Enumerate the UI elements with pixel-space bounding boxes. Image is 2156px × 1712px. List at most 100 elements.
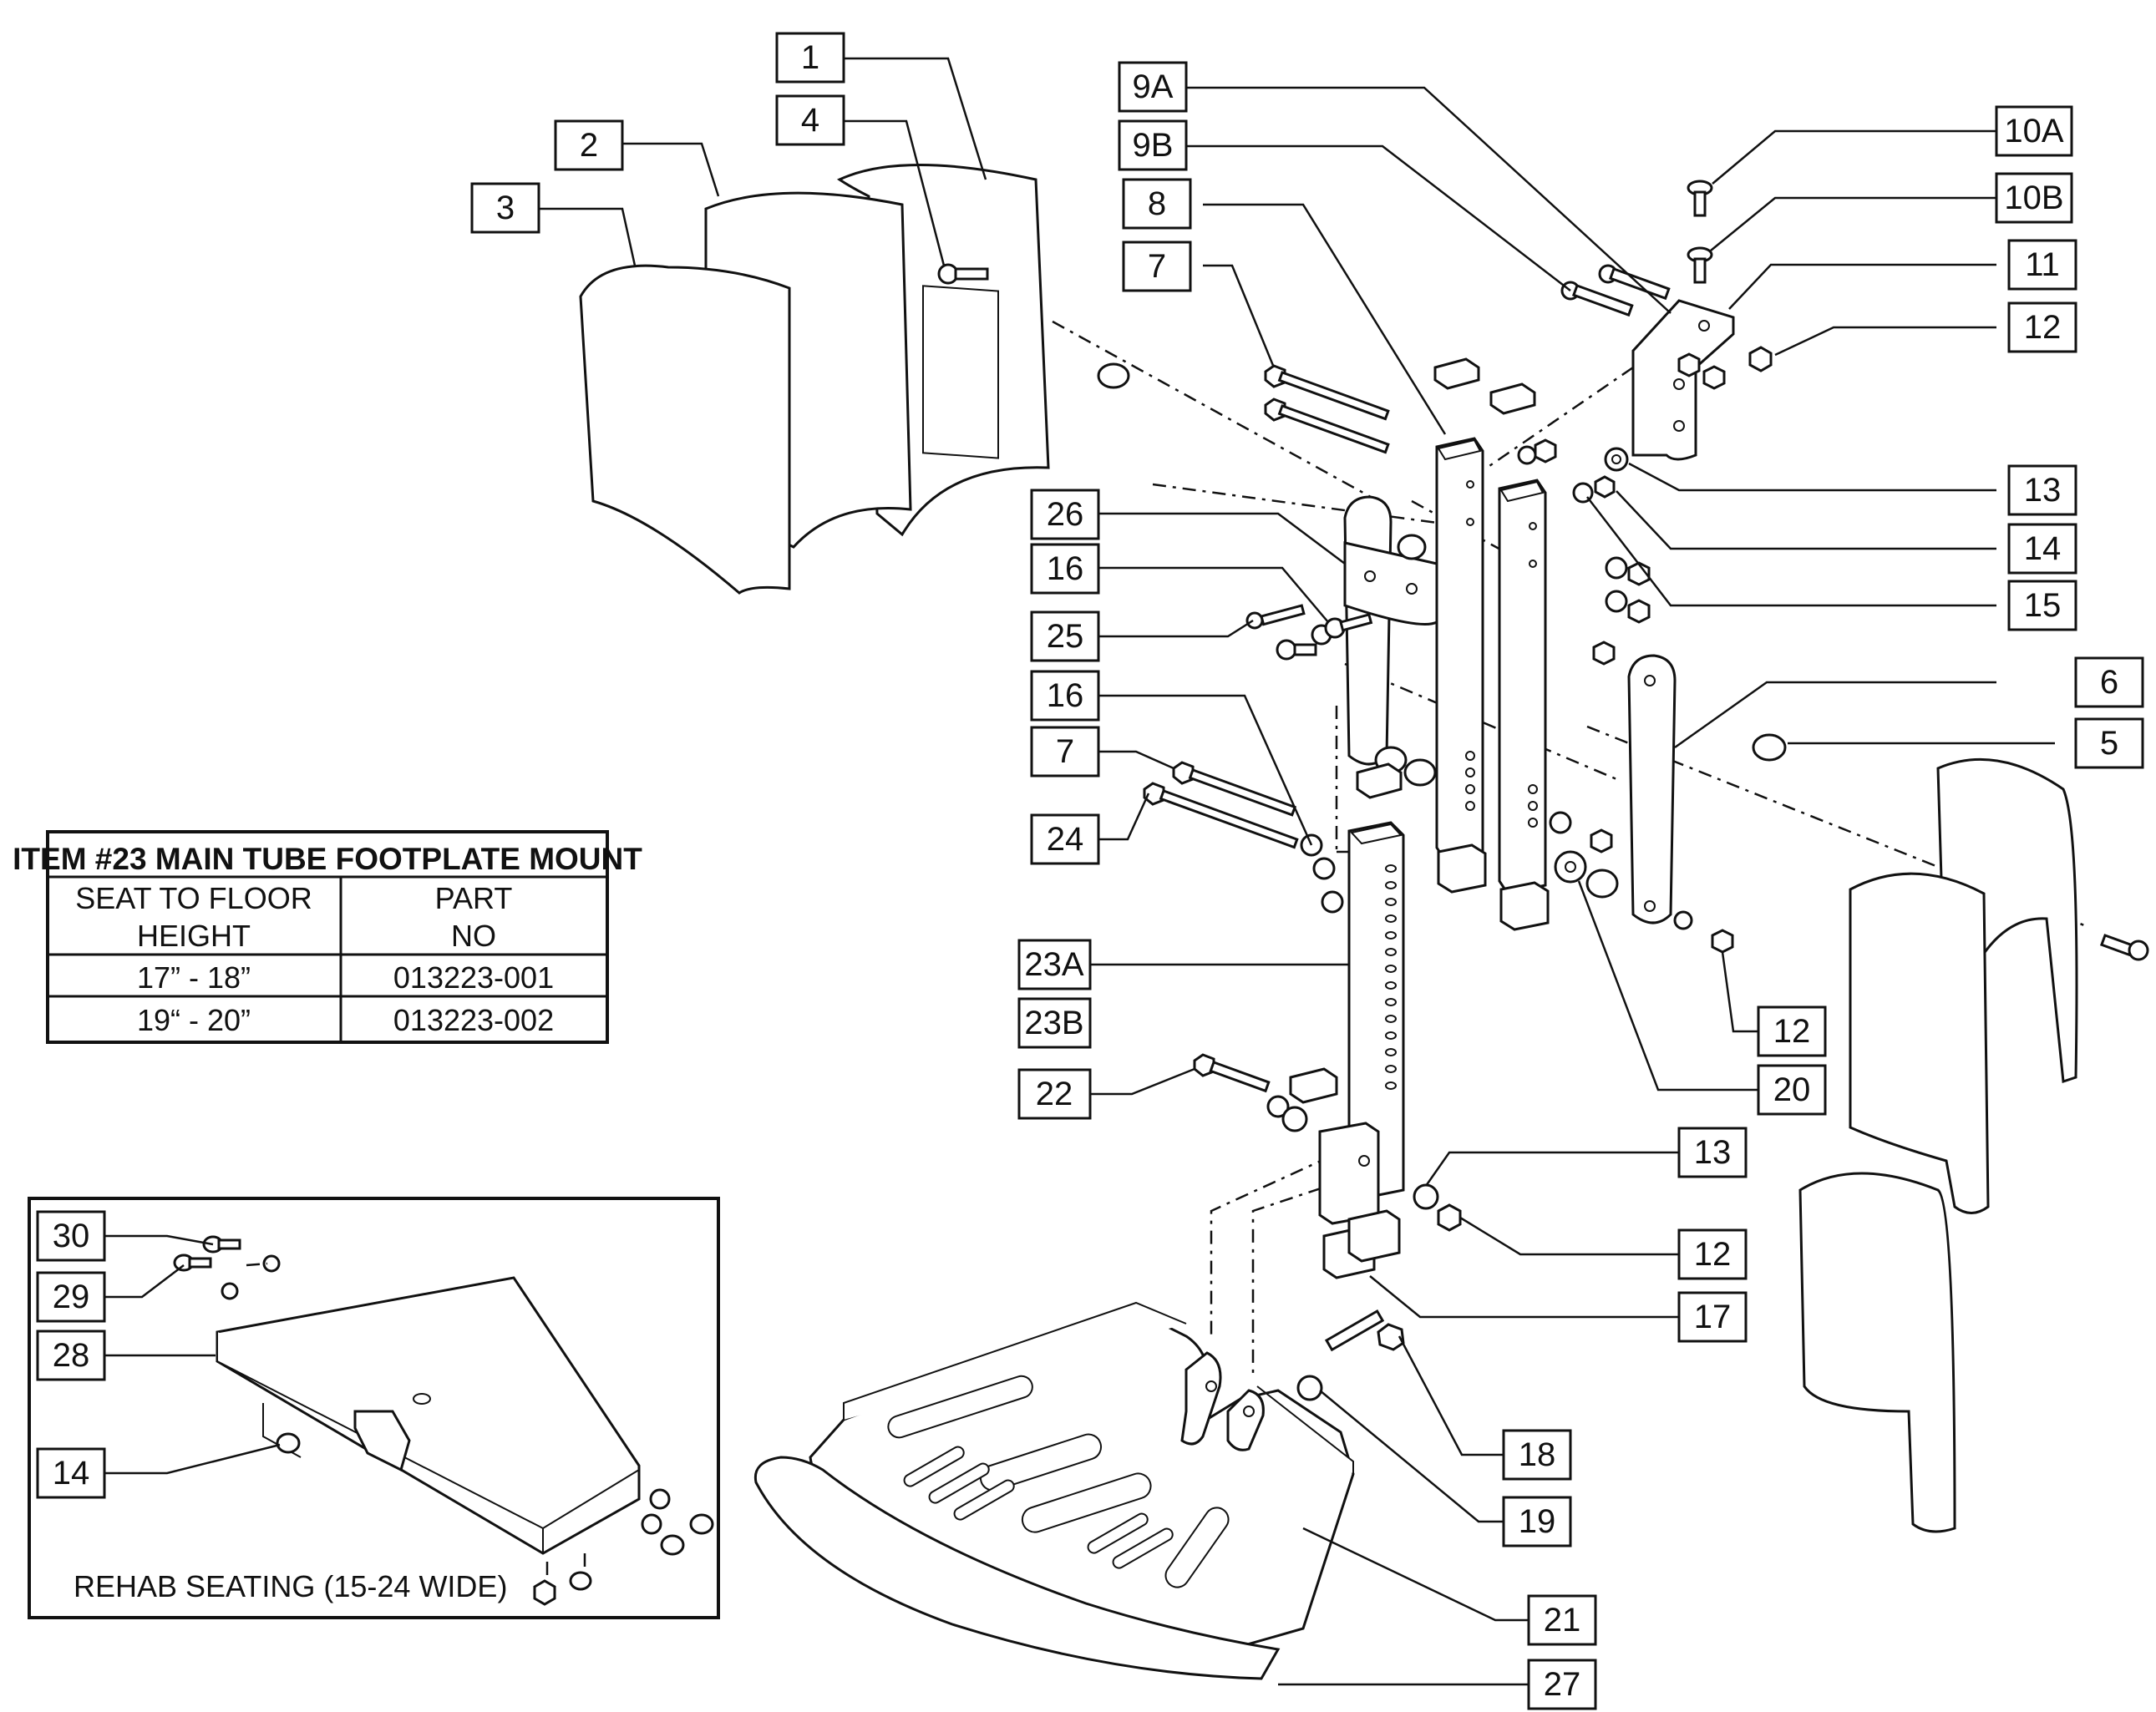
svg-text:25: 25 xyxy=(1047,618,1084,655)
svg-text:14: 14 xyxy=(53,1455,90,1492)
table-title: ITEM #23 MAIN TUBE FOOTPLATE MOUNT xyxy=(13,842,642,876)
callout-15: 15 xyxy=(2007,580,2077,631)
bolts-lower-left xyxy=(1143,761,1344,914)
callout-30: 30 xyxy=(36,1210,106,1262)
callout-1: 1 xyxy=(775,32,845,84)
back-pad-part-3 xyxy=(579,264,791,595)
nut-part-14-inset xyxy=(276,1432,301,1454)
link-plate-part-6 xyxy=(1627,654,1677,924)
tube-part-8-left xyxy=(1435,437,1484,862)
callout-22: 22 xyxy=(1017,1068,1092,1120)
callout-21: 21 xyxy=(1527,1594,1597,1646)
svg-text:16: 16 xyxy=(1047,550,1084,587)
inset-caption: REHAB SEATING (15-24 WIDE) xyxy=(74,1569,507,1603)
nut-part-14 xyxy=(1594,475,1616,499)
nut-bracket-a xyxy=(1677,352,1701,377)
svg-text:23B: 23B xyxy=(1024,1005,1083,1041)
mount-tab-left xyxy=(1180,1351,1222,1446)
svg-text:6: 6 xyxy=(2100,664,2118,701)
bracket-clip xyxy=(353,1410,411,1472)
callout-19: 19 xyxy=(1502,1496,1572,1547)
svg-text:7: 7 xyxy=(1056,733,1074,770)
sleeve-cap xyxy=(1289,1067,1338,1104)
callout-12-lower: 12 xyxy=(1677,1228,1748,1280)
main-tube-assembly xyxy=(1193,762,1462,1279)
callout-8: 8 xyxy=(1122,178,1192,230)
svg-text:13: 13 xyxy=(2024,472,2062,509)
callout-14-inset: 14 xyxy=(36,1447,106,1499)
tube-part-8-right xyxy=(1498,479,1547,895)
svg-text:9A: 9A xyxy=(1133,68,1174,105)
svg-text:1: 1 xyxy=(801,39,819,76)
callout-18: 18 xyxy=(1502,1429,1572,1481)
callout-9a: 9A xyxy=(1118,61,1188,113)
rehab-seating-inset: 30 29 28 14 REHAB SEATING (15-24 WIDE) xyxy=(28,1197,720,1619)
nut-bracket-b xyxy=(1702,365,1726,390)
bolts-left-mid xyxy=(1245,604,1373,661)
table-header-height-line2: HEIGHT xyxy=(137,919,251,953)
bolt-part-25 xyxy=(1245,604,1306,630)
edge-guard-part-27 xyxy=(753,1456,1281,1680)
svg-text:19: 19 xyxy=(1519,1503,1556,1540)
svg-text:20: 20 xyxy=(1773,1071,1811,1108)
callout-9b: 9B xyxy=(1118,119,1188,171)
table-header-part-line1: PART xyxy=(435,881,513,915)
svg-text:21: 21 xyxy=(1544,1602,1581,1639)
main-tube-table: ITEM #23 MAIN TUBE FOOTPLATE MOUNT SEAT … xyxy=(13,830,642,1044)
svg-text:18: 18 xyxy=(1519,1436,1556,1473)
callout-29: 29 xyxy=(36,1271,106,1323)
callout-23b: 23B xyxy=(1017,997,1092,1049)
callout-14: 14 xyxy=(2007,523,2077,575)
bolt-part-9b xyxy=(1560,281,1634,317)
callout-6: 6 xyxy=(2074,656,2144,708)
screw-part-4 xyxy=(937,263,989,285)
footplate-rim-right xyxy=(1256,1385,1354,1474)
callout-12-top: 12 xyxy=(2007,301,2077,353)
screw-part-29 xyxy=(173,1254,239,1300)
upper-bracket-assembly xyxy=(1560,180,1773,504)
svg-text:16: 16 xyxy=(1047,677,1084,714)
callout-23a: 23A xyxy=(1017,939,1092,990)
callout-13-lower: 13 xyxy=(1677,1127,1748,1178)
svg-text:13: 13 xyxy=(1694,1134,1732,1171)
back-pad-right-front xyxy=(1798,1172,1956,1533)
link-plate-left xyxy=(1343,495,1393,766)
svg-text:30: 30 xyxy=(53,1218,90,1254)
svg-text:27: 27 xyxy=(1544,1666,1581,1703)
footplate-rim-back xyxy=(843,1301,1187,1420)
back-shell-right xyxy=(1936,757,2078,1084)
back-shell-window xyxy=(922,285,999,459)
svg-text:10A: 10A xyxy=(2004,113,2063,149)
svg-text:4: 4 xyxy=(801,102,819,139)
tube-cap-top-a xyxy=(1433,357,1480,390)
callout-17: 17 xyxy=(1677,1291,1748,1343)
svg-text:15: 15 xyxy=(2024,587,2062,624)
svg-text:14: 14 xyxy=(2024,530,2062,567)
tube-cap-top-b xyxy=(1489,382,1536,415)
svg-text:7: 7 xyxy=(1148,248,1166,285)
sleeve-tube xyxy=(1318,1122,1380,1225)
svg-text:11: 11 xyxy=(2025,246,2060,283)
tube-23-holes xyxy=(1385,864,1397,1090)
callout-13-top: 13 xyxy=(2007,464,2077,516)
leader-lines xyxy=(535,57,2055,1686)
tube-holes xyxy=(1465,480,1538,828)
table-header-part-line2: NO xyxy=(451,919,496,953)
nut-part-12-top xyxy=(1748,346,1773,372)
callout-boxes: 1 4 2 3 9A 9B 8 7 10A 10B 11 12 13 14 15… xyxy=(470,32,2144,1710)
callout-28: 28 xyxy=(36,1330,106,1381)
screw-part-10a xyxy=(1687,180,1713,217)
svg-text:17: 17 xyxy=(1694,1299,1732,1335)
tube-23-top-cap xyxy=(1356,762,1403,799)
bolt-part-7-upper xyxy=(1264,364,1390,454)
table-row-part-no: 013223-001 xyxy=(393,960,554,995)
table-row-part-no: 013223-002 xyxy=(393,1003,554,1037)
spacer-lower-left-b xyxy=(1403,758,1437,787)
back-cushion-group-right xyxy=(1798,757,2149,1533)
back-cushion-group-left xyxy=(579,164,1130,595)
callout-27: 27 xyxy=(1527,1659,1597,1710)
svg-text:23A: 23A xyxy=(1024,946,1083,983)
callout-7-lower: 7 xyxy=(1030,726,1100,777)
svg-text:12: 12 xyxy=(1694,1236,1732,1273)
table-row-height: 19“ - 20” xyxy=(137,1003,251,1037)
